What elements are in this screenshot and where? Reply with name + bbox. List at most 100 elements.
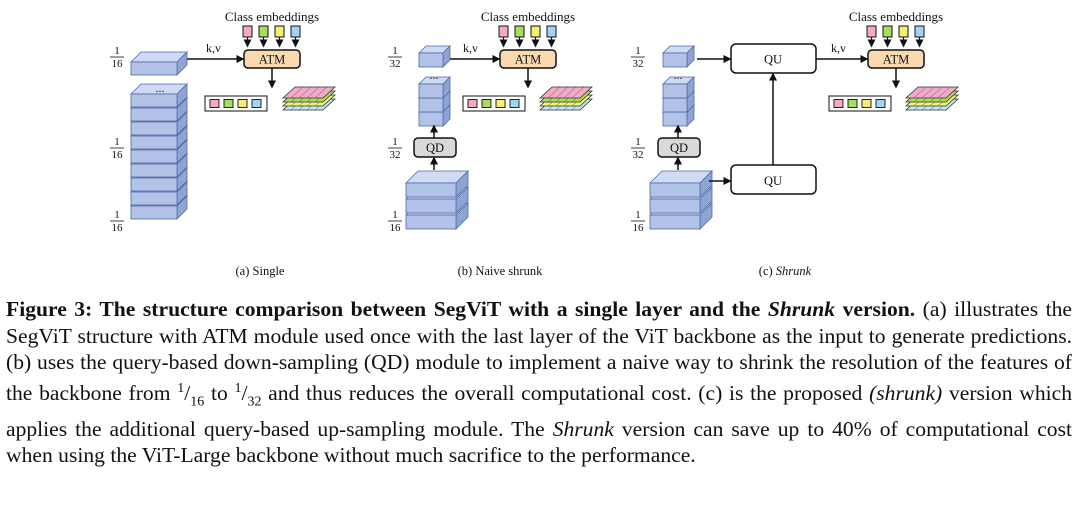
fraction-label: 1 16 bbox=[110, 209, 124, 234]
mask-grid-line bbox=[929, 86, 943, 99]
mask-output-stack bbox=[538, 86, 594, 111]
class-embeddings-label: Class embeddings bbox=[849, 9, 943, 24]
caption-text: version which applies the additional que… bbox=[6, 380, 1072, 441]
mask-grid-line bbox=[306, 86, 320, 99]
class-embedding-token bbox=[498, 25, 509, 38]
panel-naive-shrunk: Class embeddings ATM k,v ... QD 1 32 1 3… bbox=[388, 9, 594, 278]
class-embedding-token bbox=[290, 25, 301, 38]
mask-grid-line bbox=[298, 86, 312, 99]
vit-backbone-stack bbox=[130, 51, 188, 220]
class-embeddings-label: Class embeddings bbox=[225, 9, 319, 24]
caption-prefix: (c) bbox=[759, 264, 776, 278]
ellipsis: ... bbox=[430, 68, 439, 82]
mask-layer bbox=[904, 86, 960, 99]
layer-front-face bbox=[130, 205, 178, 220]
caption-text: and thus reduces the overall computation… bbox=[261, 380, 870, 405]
prediction-token bbox=[495, 99, 506, 108]
fraction-numerator: 1 bbox=[114, 136, 120, 148]
mask-grid-line bbox=[314, 86, 328, 99]
mask-grid-line bbox=[290, 86, 304, 99]
prediction-token bbox=[847, 99, 858, 108]
class-prediction-vector bbox=[828, 95, 892, 112]
class-embedding-token bbox=[258, 25, 269, 38]
fraction-denominator: 16 bbox=[112, 58, 124, 70]
panel-caption: (a) Single bbox=[236, 264, 285, 278]
qu-label: QU bbox=[764, 53, 782, 67]
layer-front-face bbox=[130, 121, 178, 136]
fraction-numerator: 1 bbox=[234, 380, 242, 396]
fraction-label: 1 16 bbox=[631, 209, 645, 234]
layer-front-face bbox=[130, 177, 178, 192]
fraction-denominator: 16 bbox=[190, 394, 205, 410]
fraction-label: 1 32 bbox=[388, 45, 402, 70]
mask-grid-line bbox=[913, 86, 927, 99]
mask-grid-line bbox=[937, 86, 951, 99]
layer-front-face bbox=[130, 135, 178, 150]
prediction-token bbox=[209, 99, 220, 108]
class-embedding-token bbox=[530, 25, 541, 38]
feature-layer bbox=[418, 45, 451, 68]
fraction-numerator: 1 bbox=[177, 380, 185, 396]
class-embedding-token bbox=[898, 25, 909, 38]
feature-layer bbox=[405, 170, 469, 198]
layer-front-face bbox=[649, 214, 701, 230]
prediction-frame bbox=[828, 95, 892, 112]
fraction-numerator: 1 bbox=[392, 45, 398, 57]
feature-layer bbox=[130, 83, 188, 108]
prediction-token bbox=[237, 99, 248, 108]
prediction-token bbox=[223, 99, 234, 108]
ellipsis: ... bbox=[156, 81, 165, 95]
mask-grid-line bbox=[921, 86, 935, 99]
layer-front-face bbox=[649, 198, 701, 214]
layer-front-face bbox=[130, 191, 178, 206]
caption-text: to bbox=[204, 380, 235, 405]
kv-label: k,v bbox=[831, 41, 846, 55]
feature-layer bbox=[649, 170, 713, 198]
fraction-denominator: 32 bbox=[390, 149, 401, 161]
qu-label: QU bbox=[764, 174, 782, 188]
mask-grid-line bbox=[563, 86, 577, 99]
prediction-frame bbox=[462, 95, 526, 112]
caption-text: (a) illustrates the SegViT structure wit… bbox=[6, 297, 1072, 405]
layer-front-face bbox=[418, 111, 444, 127]
panel-caption: (b) Naive shrunk bbox=[458, 264, 543, 278]
layer-front-face bbox=[130, 107, 178, 122]
high-res-layer-stack bbox=[649, 170, 713, 230]
atm-label: ATM bbox=[515, 53, 541, 67]
atm-label: ATM bbox=[883, 53, 909, 67]
layer-front-face bbox=[418, 52, 444, 68]
fraction-numerator: 1 bbox=[114, 209, 120, 221]
feature-layer bbox=[662, 45, 695, 68]
layer-front-face bbox=[418, 83, 444, 99]
prediction-token bbox=[467, 99, 478, 108]
figure-caption: Figure 3: The structure comparison betwe… bbox=[6, 297, 1072, 468]
fraction-numerator: 1 bbox=[635, 209, 641, 221]
panel-caption: (c) Shrunk bbox=[759, 264, 812, 278]
mask-output-stack bbox=[281, 86, 337, 111]
atm-label: ATM bbox=[259, 53, 285, 67]
prediction-token bbox=[875, 99, 886, 108]
layer-front-face bbox=[405, 198, 457, 214]
mask-grid-line bbox=[571, 86, 585, 99]
class-embeddings-label: Class embeddings bbox=[481, 9, 575, 24]
fraction-denominator: 16 bbox=[112, 149, 124, 161]
fraction-numerator: 1 bbox=[114, 45, 120, 57]
fraction-numerator: 1 bbox=[392, 136, 398, 148]
fraction-denominator: 16 bbox=[633, 222, 645, 234]
prediction-frame bbox=[204, 95, 268, 112]
fraction-label: 1 32 bbox=[631, 45, 645, 70]
caption-lead: Figure 3: The structure comparison betwe… bbox=[6, 297, 915, 321]
panel-single: Class embeddings ATM k,v ... 1 16 1 16 1… bbox=[110, 9, 337, 278]
fraction-denominator: 16 bbox=[390, 222, 402, 234]
layer-front-face bbox=[662, 111, 688, 127]
mask-output-stack bbox=[904, 86, 960, 111]
feature-layer bbox=[418, 76, 451, 99]
high-res-layer-stack bbox=[405, 170, 469, 230]
caption-italic: Shrunk bbox=[776, 264, 812, 278]
layer-front-face bbox=[649, 182, 701, 198]
layer-front-face bbox=[662, 97, 688, 113]
layer-front-face bbox=[130, 61, 178, 76]
prediction-token bbox=[251, 99, 262, 108]
layer-front-face bbox=[130, 163, 178, 178]
low-res-layer-stack bbox=[662, 45, 695, 127]
